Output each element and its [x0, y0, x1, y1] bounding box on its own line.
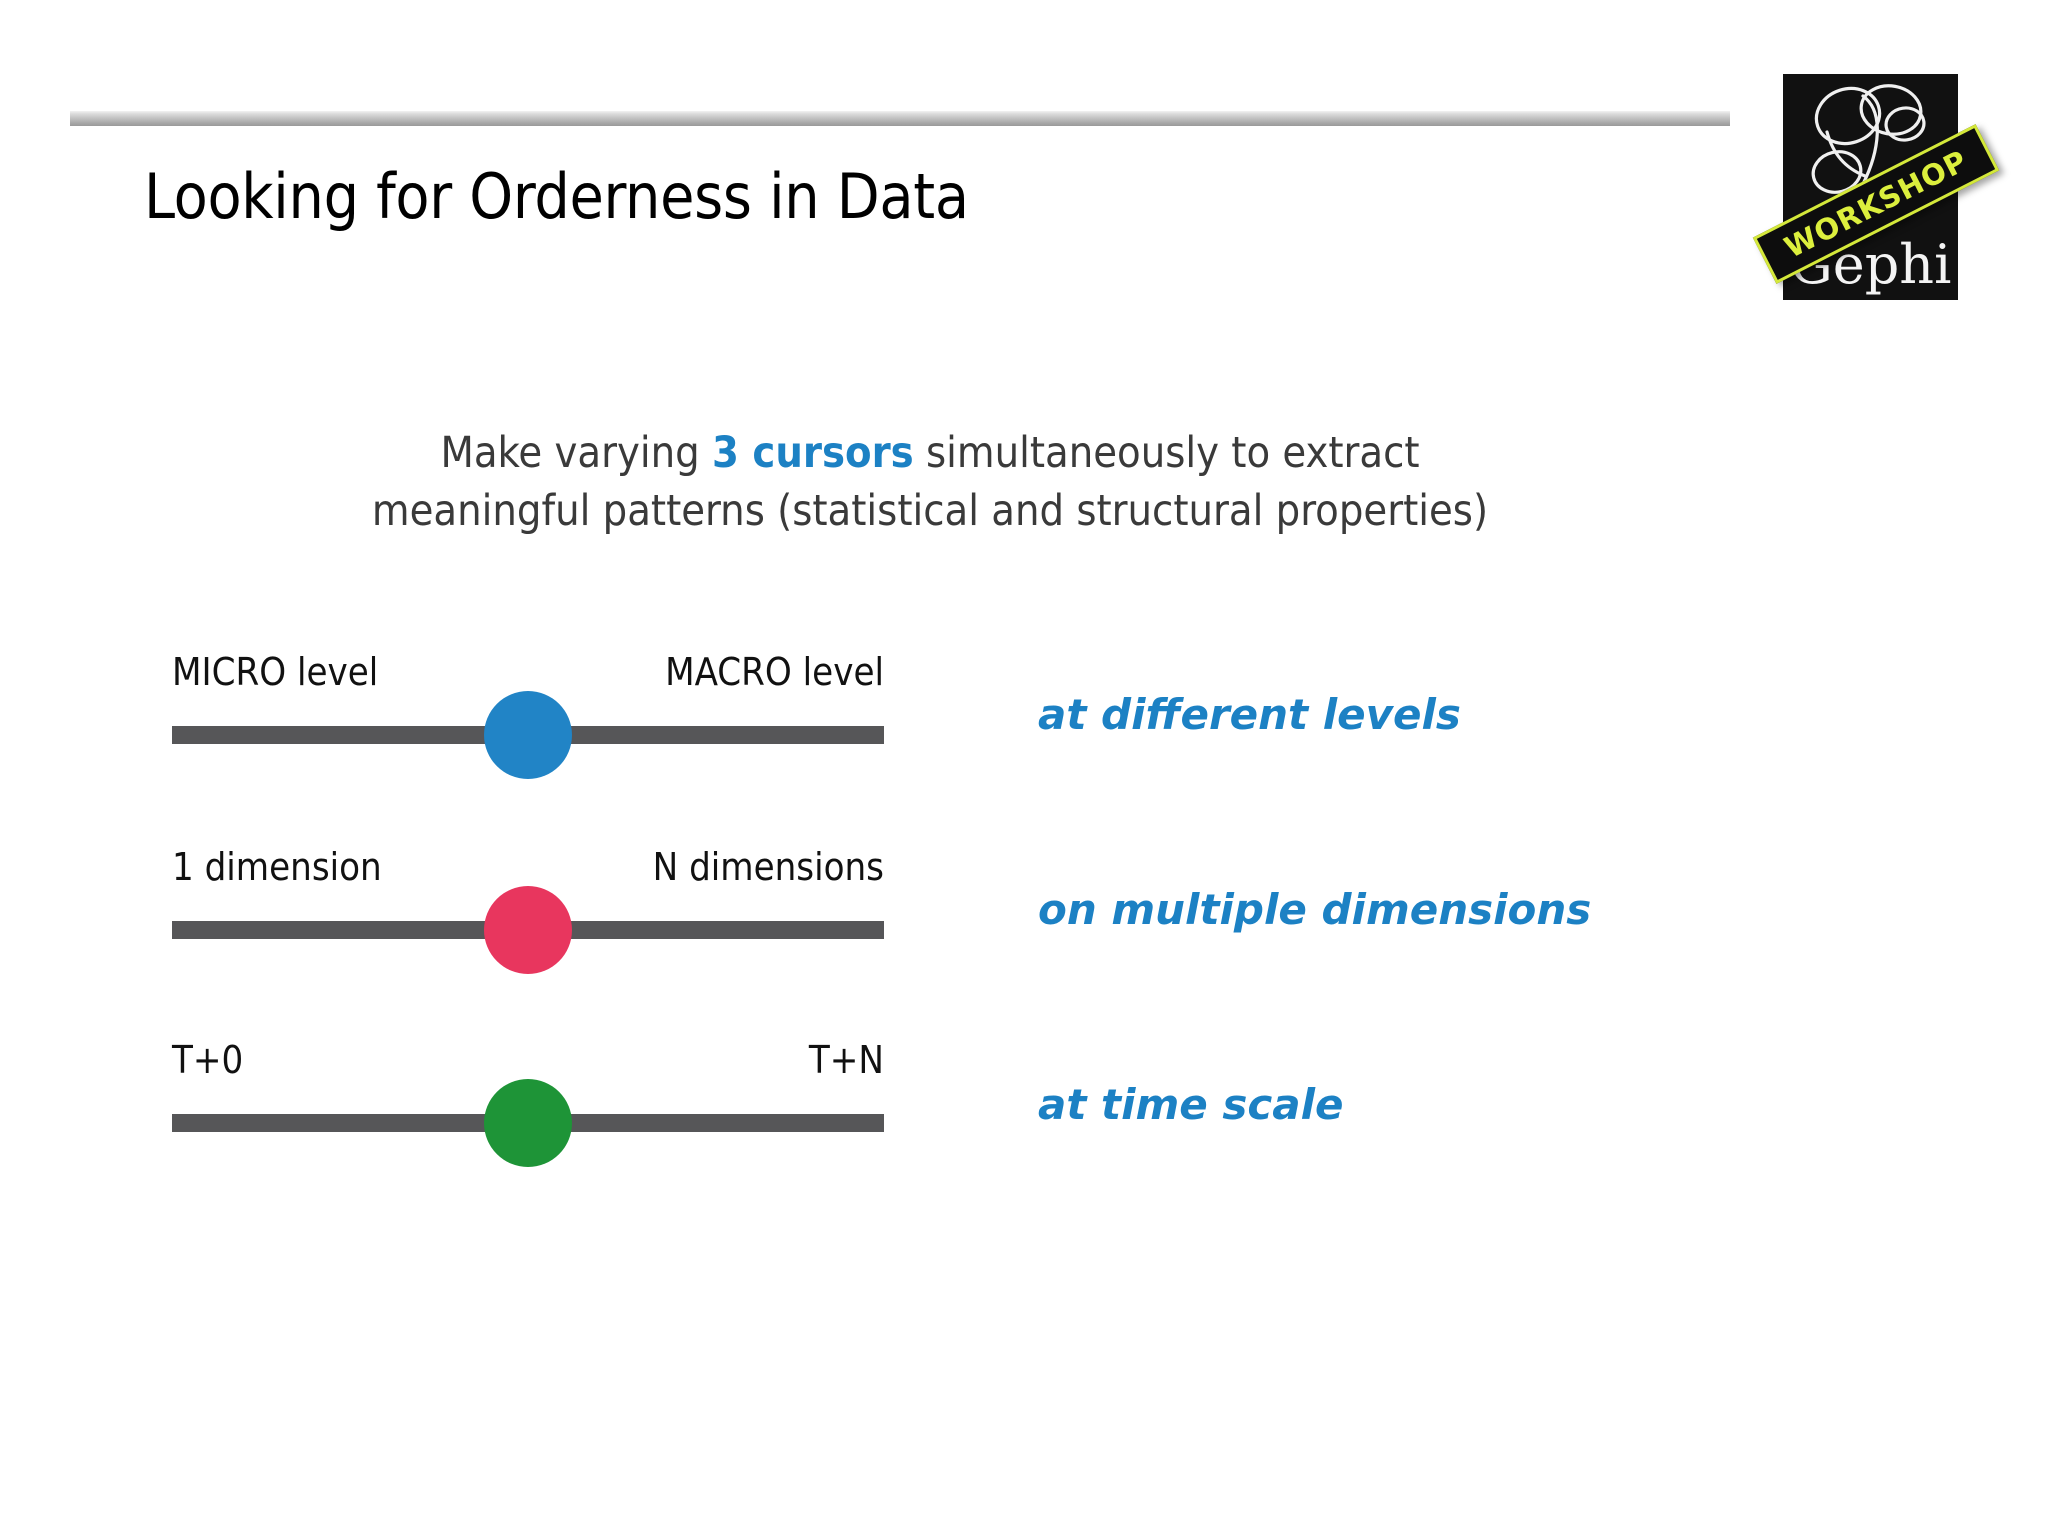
slider-time[interactable]: T+0 T+N: [172, 1038, 884, 1168]
subtitle-line1-after: simultaneously to extract: [913, 428, 1420, 478]
gephi-workshop-logo: Gephi WORKSHOP: [1752, 74, 2000, 300]
subtitle-highlight: 3 cursors: [712, 428, 914, 478]
header-divider: [70, 111, 1730, 126]
slider-dimensions-left-label: 1 dimension: [172, 845, 382, 889]
annotation-time: at time scale: [1038, 1080, 1344, 1129]
slider-level-right-label: MACRO level: [665, 650, 884, 694]
slider-time-left-label: T+0: [172, 1038, 244, 1082]
slider-level-left-label: MICRO level: [172, 650, 379, 694]
annotation-dimensions: on multiple dimensions: [1038, 885, 1592, 934]
slider-time-right-label: T+N: [808, 1038, 884, 1082]
slider-time-handle[interactable]: [484, 1079, 572, 1167]
page-title: Looking for Orderness in Data: [144, 160, 969, 233]
annotation-levels: at different levels: [1038, 690, 1461, 739]
slider-dimensions-right-label: N dimensions: [652, 845, 884, 889]
subtitle-line2: meaningful patterns (statistical and str…: [371, 486, 1489, 536]
subtitle-line1-before: Make varying: [440, 428, 713, 478]
slider-level[interactable]: MICRO level MACRO level: [172, 650, 884, 780]
subtitle: Make varying 3 cursors simultaneously to…: [180, 424, 1680, 540]
slider-dimensions-handle[interactable]: [484, 886, 572, 974]
slider-level-handle[interactable]: [484, 691, 572, 779]
slider-dimensions[interactable]: 1 dimension N dimensions: [172, 845, 884, 975]
